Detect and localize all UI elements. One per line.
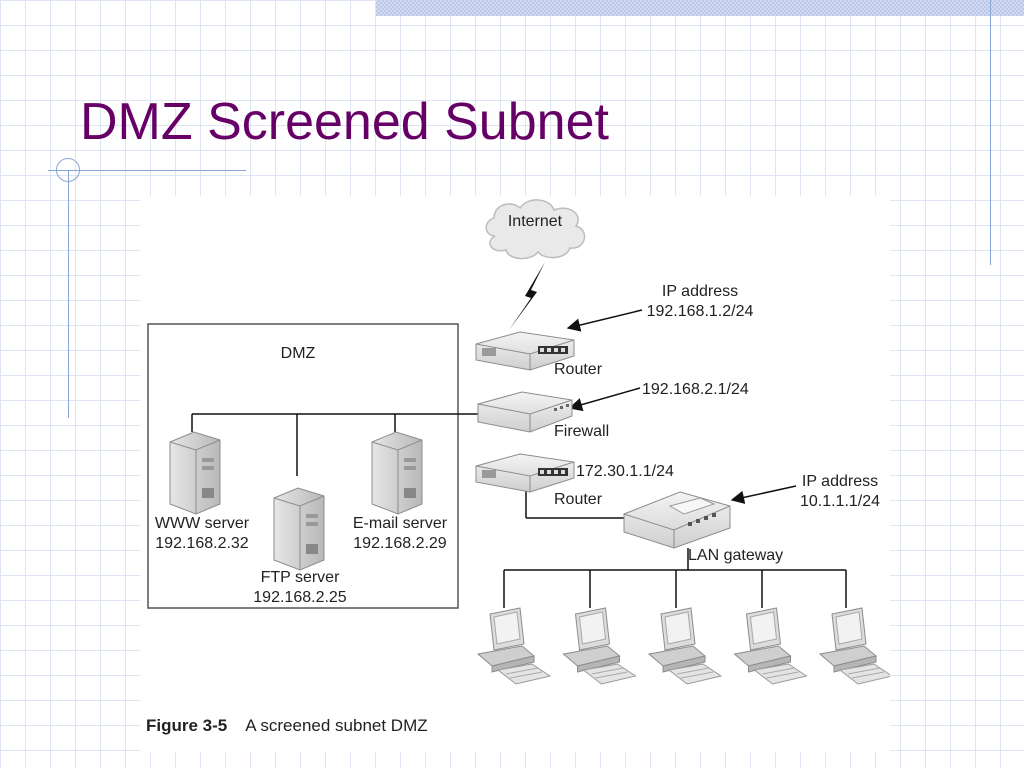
dmz-label: DMZ [280,345,316,362]
gateway-label: LAN gateway [688,547,784,564]
router-icon [475,331,575,371]
ftp-server-ip: 192.168.2.25 [253,589,347,606]
www-server-label: WWW server [154,515,250,532]
figure-caption-text: A screened subnet DMZ [245,716,428,735]
figure-number: Figure 3-5 [146,716,228,735]
internet-cloud-icon [485,199,586,260]
network-diagram: Internet DMZ IP address 192.168.1.2/24 R… [140,196,890,752]
decorative-right-line [990,0,991,265]
lan-network-lines [503,548,847,608]
slide-title: DMZ Screened Subnet [80,93,609,151]
email-server-icon [371,431,423,515]
www-server-ip: 192.168.2.32 [155,535,249,552]
router2-ip: 172.30.1.1/24 [576,463,674,480]
firewall-ip: 192.168.2.1/24 [642,381,749,398]
firewall-label: Firewall [554,423,610,440]
www-server-icon [169,431,221,515]
internet-label: Internet [507,213,563,230]
workstation-icon [818,607,890,685]
gateway-ip: 10.1.1.1/24 [799,493,881,510]
router2-label: Router [554,491,603,508]
workstation-icon [476,607,552,685]
ftp-server-label: FTP server [260,569,340,586]
lan-gateway-icon [623,491,731,549]
workstation-icon [647,607,723,685]
router1-ip: 192.168.1.2/24 [646,303,754,320]
firewall-icon [477,391,573,433]
figure-caption: Figure 3-5 A screened subnet DMZ [146,716,428,736]
workstation-icon [562,607,637,685]
router1-ip-heading: IP address [661,283,739,300]
dmz-boundary [147,323,459,609]
title-underline [48,170,246,171]
router-icon [475,453,575,493]
email-server-ip: 192.168.2.29 [353,535,447,552]
router1-label: Router [554,361,603,378]
lan-workstations [476,607,890,685]
workstation-icon [733,607,808,685]
wan-link-lightning-icon [509,262,545,330]
decorative-top-band [376,0,1024,16]
label-arrows [566,309,797,504]
dmz-network-lines [191,413,478,476]
ftp-server-icon [273,487,325,571]
decorative-left-line [68,170,69,418]
diagram-graphics [147,199,890,685]
decorative-circle [56,158,80,182]
gateway-ip-heading: IP address [801,473,879,490]
email-server-label: E-mail server [352,515,448,532]
